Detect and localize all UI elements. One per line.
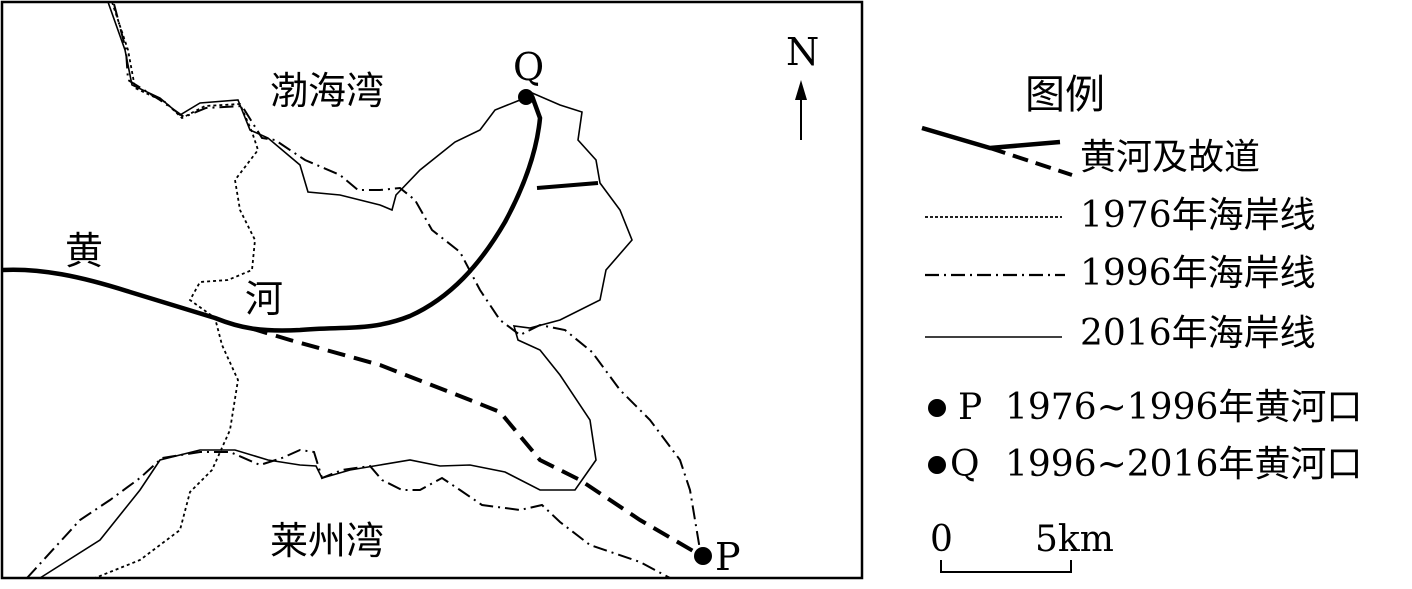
legend-label-p: 1976~1996年黄河口 xyxy=(1005,387,1363,428)
river-label-huang: 黄 xyxy=(65,229,104,273)
yellow-river xyxy=(1,95,543,333)
legend-p-dot xyxy=(928,399,946,417)
scale-bar xyxy=(940,560,1072,573)
point-p-label: P xyxy=(715,535,741,579)
point-p-marker xyxy=(694,547,712,565)
point-q-label: Q xyxy=(513,45,545,89)
legend-title: 图例 xyxy=(1025,72,1105,118)
north-arrow-icon xyxy=(795,80,807,140)
laizhou-bay-label: 莱州湾 xyxy=(270,519,385,563)
legend-label-q: 1996~2016年黄河口 xyxy=(1005,444,1363,485)
yellow-river-branch xyxy=(536,181,599,190)
legend-label-2016: 2016年海岸线 xyxy=(1080,313,1316,354)
coastline-1996 xyxy=(113,3,701,551)
scale-start-label: 0 xyxy=(930,519,953,560)
legend-marker-p: P xyxy=(958,387,983,428)
river-label-he: 河 xyxy=(245,277,284,321)
legend-label-river: 黄河及故道 xyxy=(1080,137,1261,178)
legend-river-symbol xyxy=(921,125,1061,151)
map-frame xyxy=(0,0,864,580)
legend-label-1976: 1976年海岸线 xyxy=(1080,195,1316,236)
point-q-marker xyxy=(518,89,534,105)
legend-marker-q: Q xyxy=(950,444,980,485)
north-label: N xyxy=(786,30,820,74)
yellow-river-old-course xyxy=(249,326,702,557)
scale-end-label: 5km xyxy=(1035,519,1114,560)
coastline-1996-south xyxy=(26,448,671,579)
legend-old-course-symbol xyxy=(989,146,1073,177)
bohai-bay-label: 渤海湾 xyxy=(270,69,385,113)
coastline-1976 xyxy=(94,1,260,579)
legend-label-1996: 1996年海岸线 xyxy=(1080,253,1316,294)
legend-q-dot xyxy=(928,456,946,474)
